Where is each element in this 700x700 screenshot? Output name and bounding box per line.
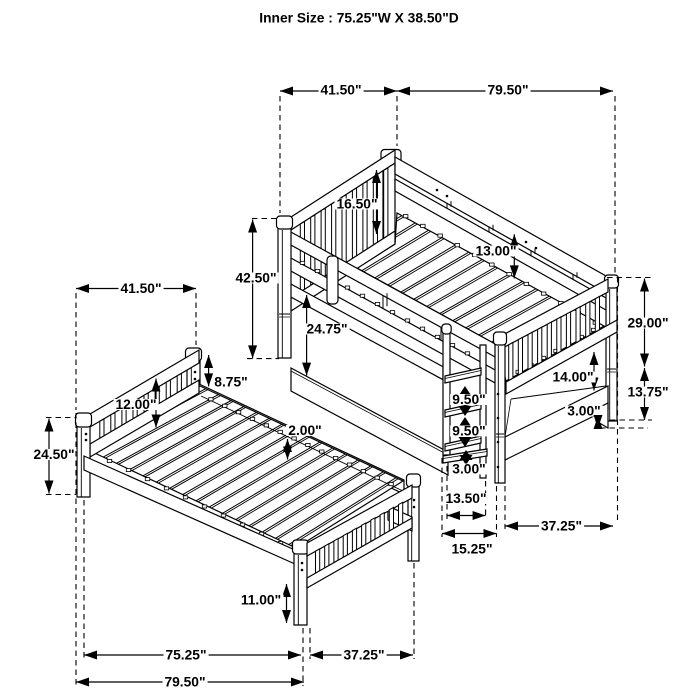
- svg-text:2.00": 2.00": [288, 423, 321, 438]
- svg-text:9.50": 9.50": [452, 392, 485, 407]
- svg-text:11.00": 11.00": [241, 592, 281, 607]
- svg-text:24.75": 24.75": [306, 321, 347, 336]
- svg-text:75.25": 75.25": [165, 647, 206, 662]
- svg-text:37.25": 37.25": [541, 518, 582, 533]
- svg-text:13.75": 13.75": [627, 384, 668, 399]
- svg-text:41.50": 41.50": [120, 281, 161, 296]
- svg-text:14.00": 14.00": [552, 369, 593, 384]
- svg-text:79.50": 79.50": [487, 82, 528, 97]
- svg-text:Inner Size : 75.25"W X 38.50": Inner Size : 75.25"W X 38.50"D: [259, 10, 458, 25]
- svg-text:8.75": 8.75": [214, 374, 247, 389]
- svg-text:13.50": 13.50": [445, 491, 486, 506]
- svg-text:24.50": 24.50": [33, 447, 74, 462]
- svg-text:15.25": 15.25": [451, 541, 492, 556]
- svg-text:16.50": 16.50": [336, 196, 377, 211]
- svg-text:3.00": 3.00": [567, 403, 600, 418]
- svg-text:29.00": 29.00": [627, 315, 668, 330]
- svg-text:79.50": 79.50": [164, 674, 205, 689]
- svg-text:12.00": 12.00": [115, 397, 156, 412]
- svg-text:3.00": 3.00": [452, 461, 485, 476]
- svg-text:41.50": 41.50": [320, 82, 361, 97]
- svg-text:9.50": 9.50": [452, 423, 485, 438]
- svg-text:37.25": 37.25": [343, 647, 384, 662]
- svg-text:13.00": 13.00": [475, 243, 516, 258]
- svg-text:42.50": 42.50": [235, 270, 276, 285]
